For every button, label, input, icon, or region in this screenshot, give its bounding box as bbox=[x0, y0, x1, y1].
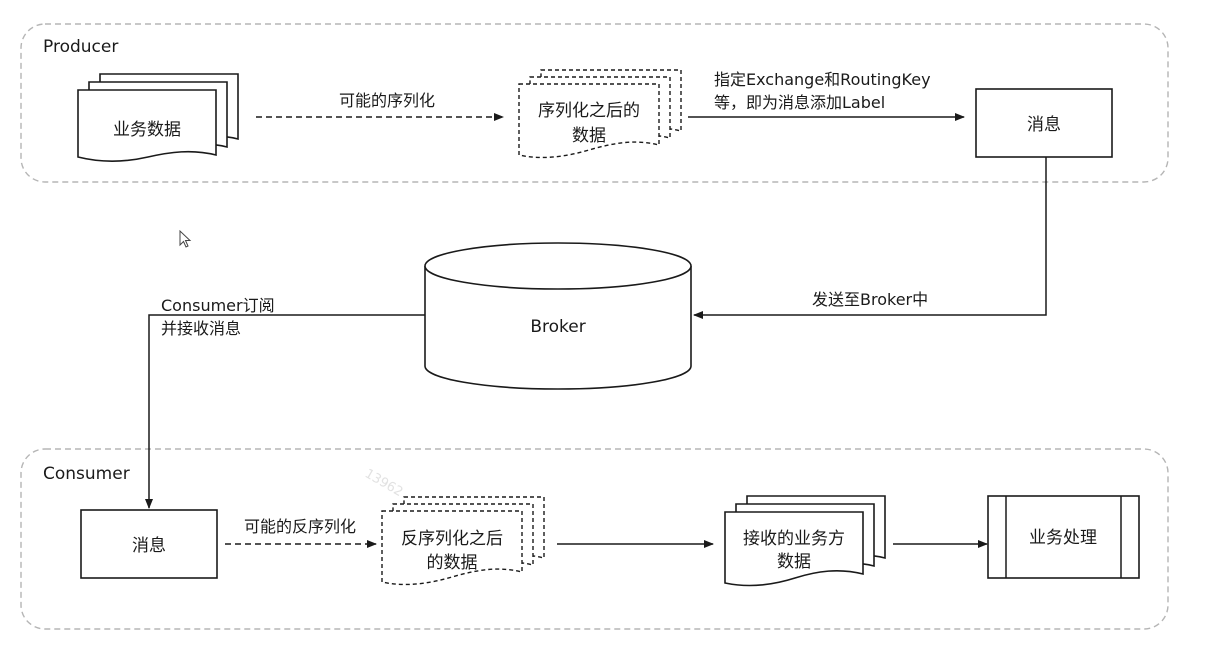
business-processing-node: 业务处理 bbox=[987, 495, 1140, 579]
serialized-data-node: 序列化之后的 数据 bbox=[518, 69, 682, 159]
subscribe-edge bbox=[145, 314, 425, 509]
producer-group bbox=[20, 23, 1169, 183]
subscribe-edge-label-line2: 并接收消息 bbox=[161, 319, 241, 338]
subscribe-edge-label-line1: Consumer订阅 bbox=[161, 296, 275, 315]
broker-label: Broker bbox=[530, 317, 585, 337]
send-to-broker-edge bbox=[693, 157, 1047, 319]
serialized-data-label-line1: 序列化之后的 bbox=[538, 101, 640, 121]
deserialized-data-label-line2: 的数据 bbox=[427, 553, 478, 573]
broker-node: Broker bbox=[424, 242, 692, 390]
received-data-node: 接收的业务方 数据 bbox=[724, 495, 886, 587]
producer-message-node: 消息 bbox=[975, 88, 1113, 158]
business-processing-label: 业务处理 bbox=[1029, 528, 1097, 548]
mouse-cursor-icon bbox=[179, 229, 192, 248]
producer-group-title: Producer bbox=[43, 37, 118, 57]
deserialized-data-node: 反序列化之后 的数据 bbox=[381, 496, 545, 586]
consumer-message-label: 消息 bbox=[132, 536, 166, 556]
consumer-group bbox=[20, 448, 1169, 630]
label-edge-text-line2: 等，即为消息添加Label bbox=[714, 93, 885, 112]
deserialize-edge-label: 可能的反序列化 bbox=[244, 517, 356, 536]
serialize-edge-label: 可能的序列化 bbox=[339, 91, 435, 110]
business-data-node: 业务数据 bbox=[77, 73, 239, 162]
consumer-group-title: Consumer bbox=[43, 464, 130, 484]
watermark: 13962 bbox=[362, 466, 405, 500]
business-data-label: 业务数据 bbox=[113, 120, 181, 140]
serialized-data-label-line2: 数据 bbox=[572, 126, 606, 146]
deserialized-data-label-line1: 反序列化之后 bbox=[401, 529, 503, 549]
label-edge-text-line1: 指定Exchange和RoutingKey bbox=[714, 70, 931, 89]
received-data-label-line1: 接收的业务方 bbox=[743, 529, 845, 549]
consumer-message-node: 消息 bbox=[80, 509, 218, 579]
received-data-label-line2: 数据 bbox=[777, 552, 811, 572]
send-to-broker-label: 发送至Broker中 bbox=[812, 290, 928, 309]
producer-message-label: 消息 bbox=[1027, 115, 1061, 135]
